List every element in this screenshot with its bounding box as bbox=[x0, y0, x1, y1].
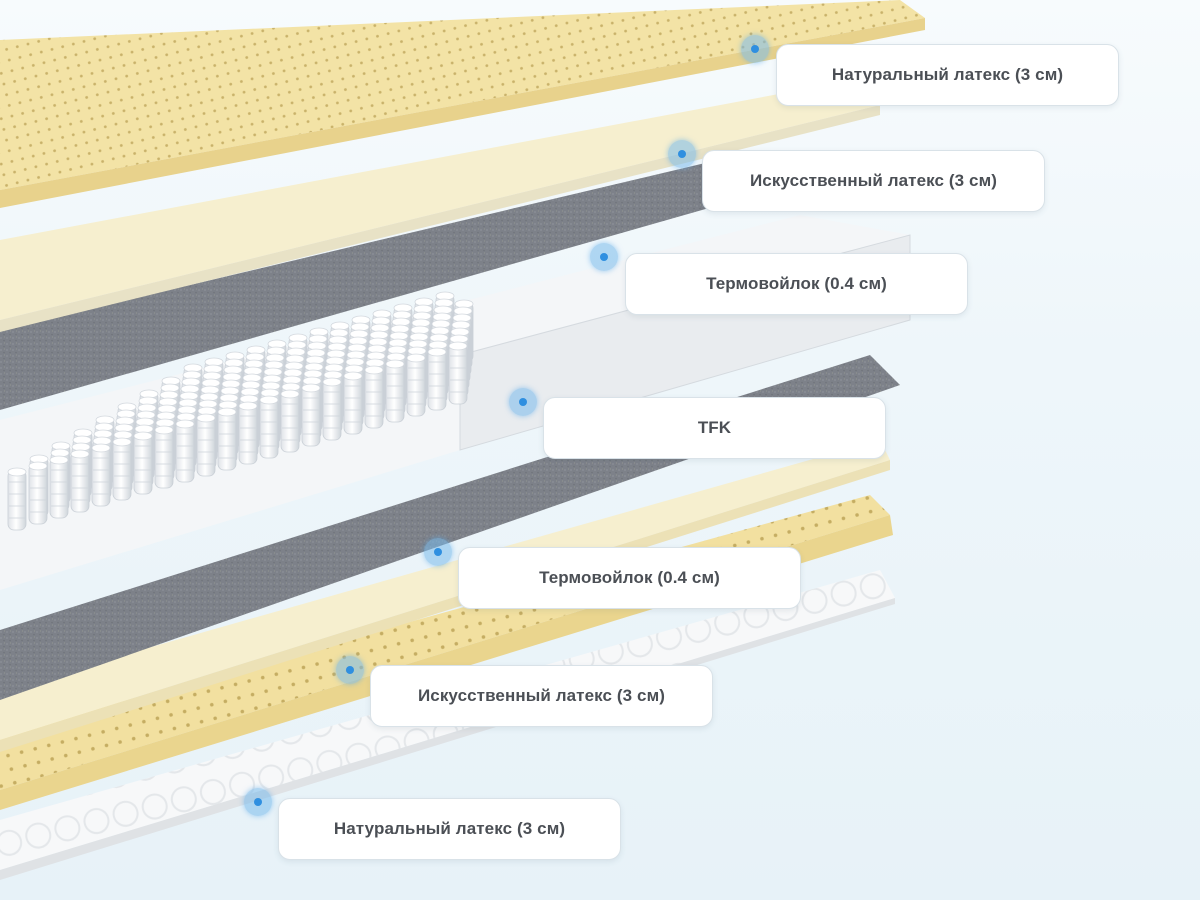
spring-top bbox=[343, 371, 363, 381]
layer-label-bottom-felt: Термовойлок (0.4 см) bbox=[458, 547, 801, 609]
spring-top bbox=[448, 341, 468, 351]
spring-top bbox=[112, 437, 132, 447]
spring-top bbox=[175, 419, 195, 429]
spring-pocket bbox=[448, 343, 468, 405]
spring-pocket bbox=[91, 445, 111, 507]
spring-pocket bbox=[301, 385, 321, 447]
spring-top bbox=[301, 383, 321, 393]
spring-pocket bbox=[175, 421, 195, 483]
spring-pocket bbox=[28, 463, 48, 525]
spring-pocket bbox=[343, 373, 363, 435]
layer-label-text: Термовойлок (0.4 см) bbox=[706, 274, 887, 293]
layer-label-top-synthetic-latex: Искусственный латекс (3 см) bbox=[702, 150, 1045, 212]
spring-pocket bbox=[217, 409, 237, 471]
layer-marker-1[interactable] bbox=[741, 35, 769, 63]
spring-pocket bbox=[70, 451, 90, 513]
layer-label-bottom-natural-latex: Натуральный латекс (3 см) bbox=[278, 798, 621, 860]
layer-marker-7[interactable] bbox=[244, 788, 272, 816]
layer-label-text: Натуральный латекс (3 см) bbox=[333, 819, 566, 838]
top-synthetic-latex-layer bbox=[0, 90, 880, 332]
layer-label-text: TFK bbox=[697, 418, 732, 437]
top-felt-layer bbox=[0, 150, 860, 410]
spring-top bbox=[364, 365, 384, 375]
layer-label-top-natural-latex: Натуральный латекс (3 см) bbox=[776, 44, 1119, 106]
layer-marker-3[interactable] bbox=[590, 243, 618, 271]
spring-pocket bbox=[322, 379, 342, 441]
spring-pocket bbox=[238, 403, 258, 465]
layer-label-top-felt: Термовойлок (0.4 см) bbox=[625, 253, 968, 315]
spring-pocket bbox=[7, 469, 27, 531]
layer-label-bottom-synthetic-latex: Искусственный латекс (3 см) bbox=[370, 665, 713, 727]
layer-marker-6[interactable] bbox=[336, 656, 364, 684]
pocket-springs bbox=[7, 291, 474, 531]
spring-pocket bbox=[133, 433, 153, 495]
layer-label-text: Натуральный латекс (3 см) bbox=[831, 65, 1064, 84]
layer-marker-4[interactable] bbox=[509, 388, 537, 416]
spring-pocket bbox=[385, 361, 405, 423]
spring-top bbox=[427, 347, 447, 357]
spring-top bbox=[406, 353, 426, 363]
layer-label-spring-block: TFK bbox=[543, 397, 886, 459]
spring-top bbox=[70, 449, 90, 459]
spring-top bbox=[322, 377, 342, 387]
spring-pocket bbox=[154, 427, 174, 489]
spring-top bbox=[7, 467, 27, 477]
spring-pocket bbox=[49, 457, 69, 519]
spring-pocket bbox=[259, 397, 279, 459]
layer-label-text: Искусственный латекс (3 см) bbox=[749, 171, 998, 190]
layer-label-text: Искусственный латекс (3 см) bbox=[417, 686, 666, 705]
layer-label-text: Термовойлок (0.4 см) bbox=[539, 568, 720, 587]
spring-top bbox=[133, 431, 153, 441]
spring-top bbox=[259, 395, 279, 405]
spring-top bbox=[28, 461, 48, 471]
spring-top bbox=[196, 413, 216, 423]
spring-top bbox=[91, 443, 111, 453]
spring-pocket bbox=[280, 391, 300, 453]
layer-marker-5[interactable] bbox=[424, 538, 452, 566]
spring-pocket bbox=[112, 439, 132, 501]
spring-pocket bbox=[427, 349, 447, 411]
top-natural-latex-layer bbox=[0, 0, 925, 208]
spring-pocket bbox=[364, 367, 384, 429]
spring-top bbox=[217, 407, 237, 417]
bottom-synthetic-latex-layer bbox=[0, 440, 890, 752]
layer-marker-2[interactable] bbox=[668, 140, 696, 168]
spring-top bbox=[49, 455, 69, 465]
spring-top bbox=[238, 401, 258, 411]
spring-top bbox=[280, 389, 300, 399]
spring-top bbox=[154, 425, 174, 435]
spring-pocket bbox=[196, 415, 216, 477]
spring-top bbox=[385, 359, 405, 369]
spring-pocket bbox=[406, 355, 426, 417]
